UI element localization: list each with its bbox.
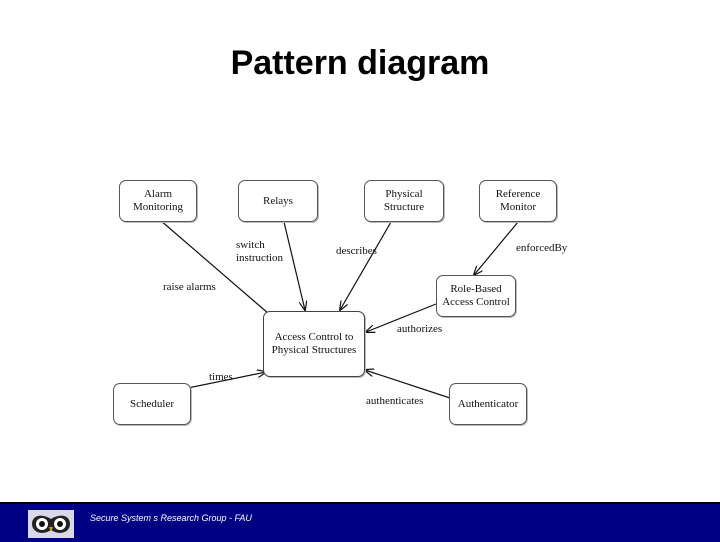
node-role-based-access-control: Role-Based Access Control — [436, 275, 516, 317]
edge-label-switch-instruction: switch instruction — [236, 239, 284, 264]
node-physical-structure: Physical Structure — [364, 180, 444, 222]
edge-layer — [159, 219, 519, 399]
edge-label-raise-alarms: raise alarms — [163, 281, 216, 293]
node-access-control-physical-structures: Access Control to Physical Structures — [263, 311, 365, 377]
edge-label-authenticates: authenticates — [366, 395, 424, 407]
edge-reference-to-rbac — [474, 221, 519, 275]
edge-relays-to-center — [283, 221, 305, 310]
edge-label-times: times — [209, 371, 233, 383]
node-alarm-monitoring: Alarm Monitoring — [119, 180, 197, 222]
node-relays: Relays — [238, 180, 318, 222]
edge-rbac-to-center — [366, 303, 437, 332]
footer-text: Secure System s Research Group - FAU — [90, 513, 252, 523]
edge-authenticator-to-center — [365, 370, 451, 399]
edge-label-authorizes: authorizes — [397, 323, 443, 335]
pattern-diagram: Alarm Monitoring Relays Physical Structu… — [113, 180, 568, 425]
owl-logo-icon — [28, 510, 74, 538]
slide-title: Pattern diagram — [230, 44, 490, 82]
edge-label-describes: describes — [336, 245, 377, 257]
edge-scheduler-to-center — [177, 372, 266, 391]
node-reference-monitor: Reference Monitor — [479, 180, 557, 222]
edge-label-enforced-by: enforcedBy — [516, 242, 568, 254]
node-scheduler: Scheduler — [113, 383, 191, 425]
edge-physical-to-center — [340, 221, 392, 310]
node-authenticator: Authenticator — [449, 383, 527, 425]
edge-alarm-to-center — [159, 219, 276, 320]
footer-bar: Secure System s Research Group - FAU — [0, 502, 720, 542]
